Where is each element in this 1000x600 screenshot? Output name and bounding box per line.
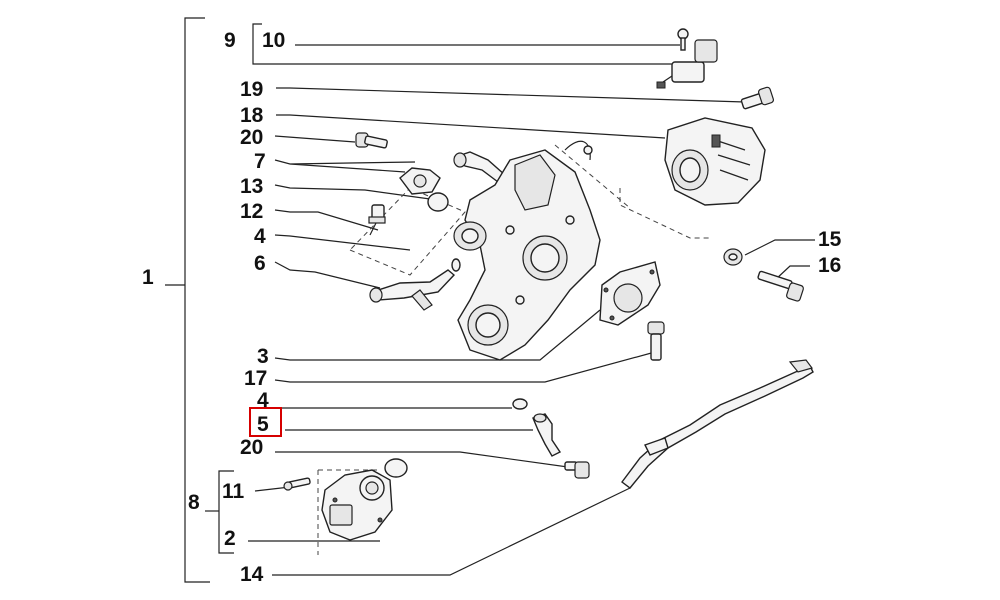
bracket-8: [205, 470, 234, 554]
fitting-part-7: [399, 151, 507, 195]
fitting-part-5: [532, 413, 562, 457]
actuator-part-9: [656, 39, 718, 89]
sensor-part-12: [368, 204, 386, 236]
callout-7: 7: [254, 150, 266, 173]
callout-20-lower: 20: [240, 436, 263, 459]
callout-18: 18: [240, 104, 264, 127]
callout-20-upper: 20: [240, 126, 263, 149]
bolt-part-16: [757, 270, 804, 302]
pipe-part-14: [621, 359, 814, 489]
leader-lines: [248, 44, 815, 576]
callout-1: 1: [142, 266, 154, 289]
bolt-part-20-upper: [355, 132, 388, 149]
oring-part-4-upper: [451, 258, 461, 272]
callout-4-lower: 4: [257, 389, 269, 412]
screw-part-10: [677, 28, 689, 51]
callout-15: 15: [818, 228, 842, 251]
pipe-part-6: [369, 269, 456, 311]
main-body-part-3: [453, 140, 601, 361]
callout-19: 19: [240, 78, 263, 101]
screw-part-11: [283, 477, 311, 491]
callout-11: 11: [222, 480, 245, 503]
callout-6: 6: [254, 252, 266, 275]
bolt-part-19: [740, 86, 774, 110]
washer-part-15: [723, 248, 743, 266]
housing-part-18: [664, 117, 766, 206]
bracket-9-10: [252, 23, 700, 65]
bracket-1: [165, 17, 210, 583]
highlight-box-callout-5: [249, 407, 282, 437]
callout-8: 8: [188, 491, 200, 514]
callout-labels: 1 9 10 19 18 20 7 13 12 4 6 15 16 3 17 4…: [142, 29, 842, 586]
oring-part-13: [427, 192, 449, 212]
callout-2: 2: [224, 527, 236, 550]
callout-13: 13: [240, 175, 263, 198]
callout-16: 16: [818, 254, 841, 277]
bolt-part-20-lower: [564, 461, 590, 479]
callout-9: 9: [224, 29, 236, 52]
gasket-part: [599, 261, 661, 326]
dashed-guides: [317, 144, 710, 555]
callout-10: 10: [262, 29, 285, 52]
bolt-part-17: [647, 321, 665, 361]
callout-12: 12: [240, 200, 263, 223]
oring-part-4-lower: [512, 398, 528, 410]
callout-17: 17: [244, 367, 267, 390]
callout-4-upper: 4: [254, 225, 266, 248]
thermostat-part-2: [321, 458, 408, 541]
callout-5: 5: [257, 413, 269, 436]
callout-3: 3: [257, 345, 269, 368]
callout-14: 14: [240, 563, 264, 586]
